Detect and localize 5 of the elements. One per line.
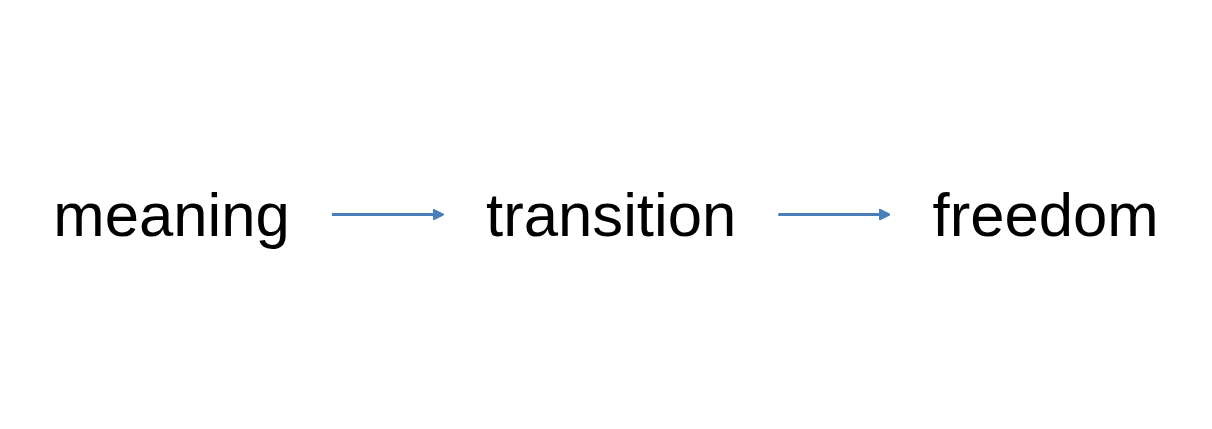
arrow <box>778 208 891 221</box>
arrow <box>331 208 445 221</box>
node-text: meaning <box>53 179 290 249</box>
node-text: freedom <box>932 179 1159 249</box>
node-text: transition <box>486 179 737 249</box>
